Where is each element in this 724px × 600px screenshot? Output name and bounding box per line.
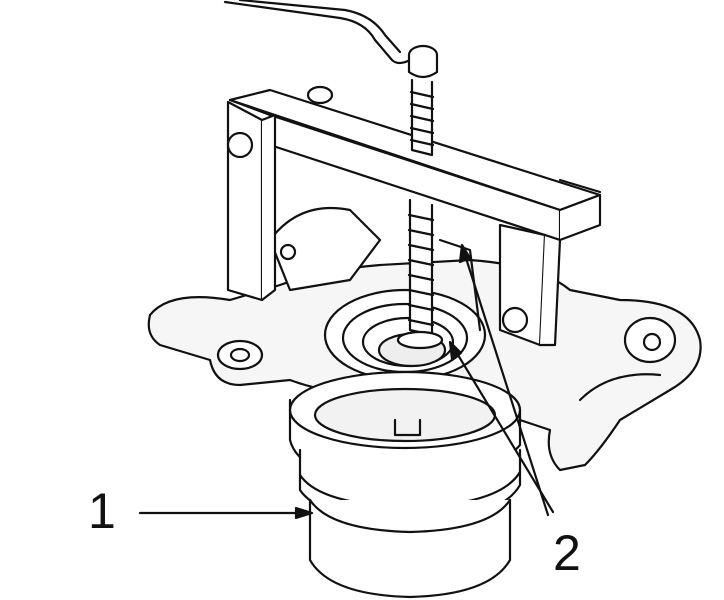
puller-leg-left [226, 85, 334, 302]
callout-1: 1 [88, 483, 116, 539]
forcing-screw [396, 44, 444, 350]
hub-bearing [288, 370, 522, 599]
leader-arrows [138, 243, 555, 520]
handle-rod [223, 0, 412, 65]
callout-2: 2 [553, 525, 581, 581]
puller-leg-right [438, 223, 562, 347]
